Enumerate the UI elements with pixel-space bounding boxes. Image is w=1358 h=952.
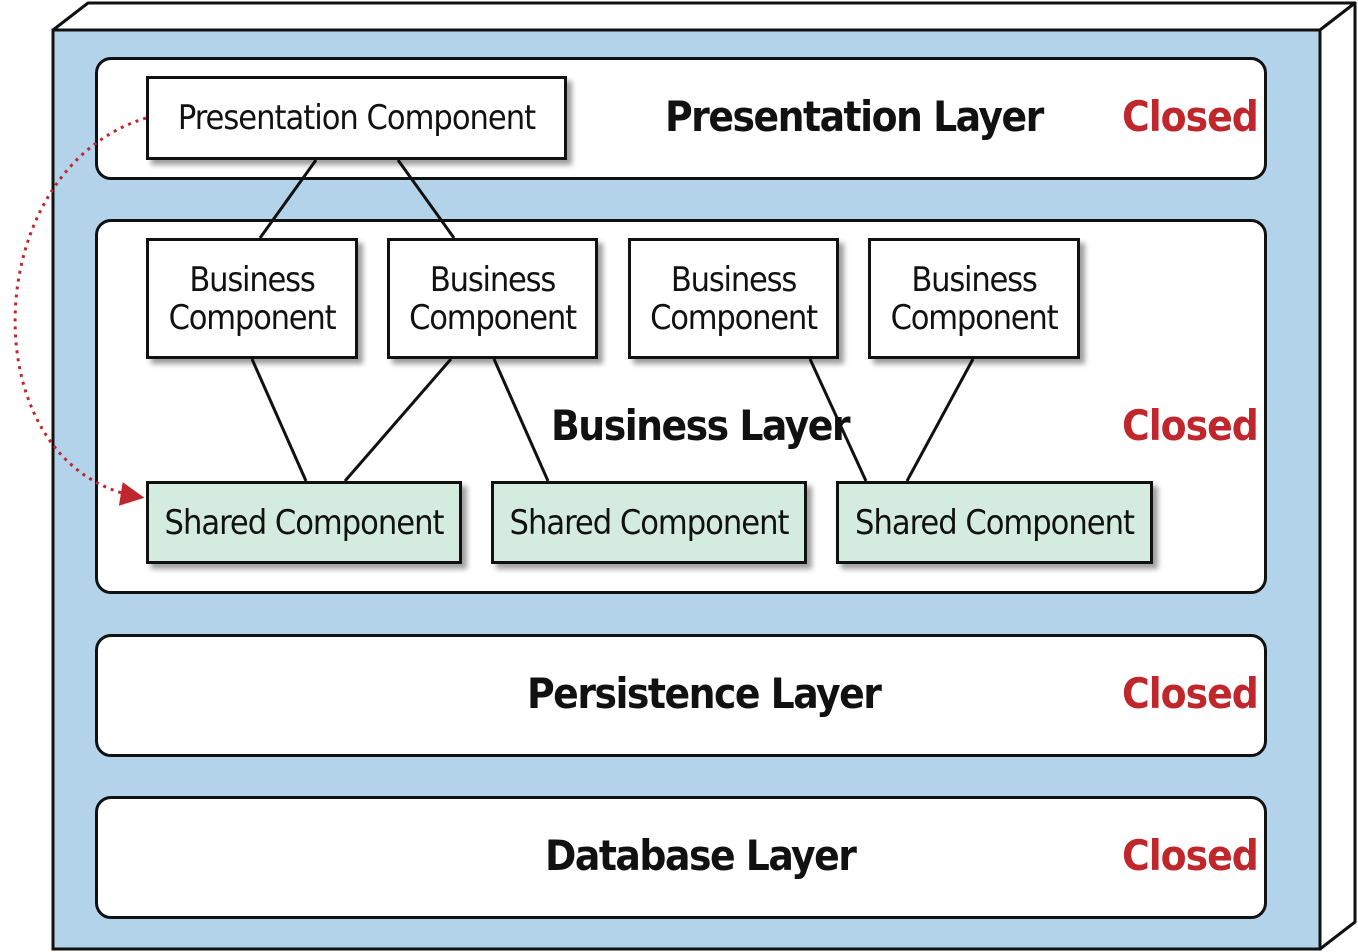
dotted-bypass-arrow xyxy=(13,116,147,506)
shared-component-2-label: Shared Component xyxy=(509,502,790,543)
business-layer-status: Closed xyxy=(1122,401,1259,450)
business-component-3: Business Component xyxy=(628,238,839,359)
business-component-2-label: Business Component xyxy=(409,259,577,338)
presentation-component-label: Presentation Component xyxy=(177,98,536,138)
shared-component-3-label: Shared Component xyxy=(855,502,1135,543)
shared-component-3: Shared Component xyxy=(836,481,1153,564)
shared-component-1: Shared Component xyxy=(146,481,462,564)
business-component-2: Business Component xyxy=(387,238,598,359)
persistence-layer xyxy=(95,634,1267,757)
presentation-layer-status: Closed xyxy=(1122,92,1259,141)
database-layer-title: Database Layer xyxy=(545,831,857,880)
database-layer xyxy=(95,796,1267,919)
business-component-1-label: Business Component xyxy=(168,259,337,338)
business-layer-title: Business Layer xyxy=(551,401,851,450)
connector-presentation-to-business-1 xyxy=(258,159,318,239)
shared-component-2: Shared Component xyxy=(491,481,807,564)
connector-presentation-to-business-2 xyxy=(396,159,456,239)
connector-business-2-to-shared-2 xyxy=(492,358,550,482)
connector-business-1-to-shared-1 xyxy=(250,358,308,482)
presentation-component: Presentation Component xyxy=(146,76,567,160)
connector-business-2-to-shared-1 xyxy=(343,358,453,482)
persistence-layer-title: Persistence Layer xyxy=(527,669,882,718)
business-component-1: Business Component xyxy=(146,238,358,359)
presentation-layer-title: Presentation Layer xyxy=(665,92,1044,141)
database-layer-status: Closed xyxy=(1122,831,1259,880)
connector-business-4-to-shared-3 xyxy=(905,358,975,482)
persistence-layer-status: Closed xyxy=(1122,669,1259,718)
business-component-3-label: Business Component xyxy=(650,259,818,338)
business-component-4-label: Business Component xyxy=(890,259,1059,338)
connector-business-3-to-shared-3 xyxy=(808,358,868,482)
business-component-4: Business Component xyxy=(868,238,1080,359)
shared-component-1-label: Shared Component xyxy=(164,502,445,543)
